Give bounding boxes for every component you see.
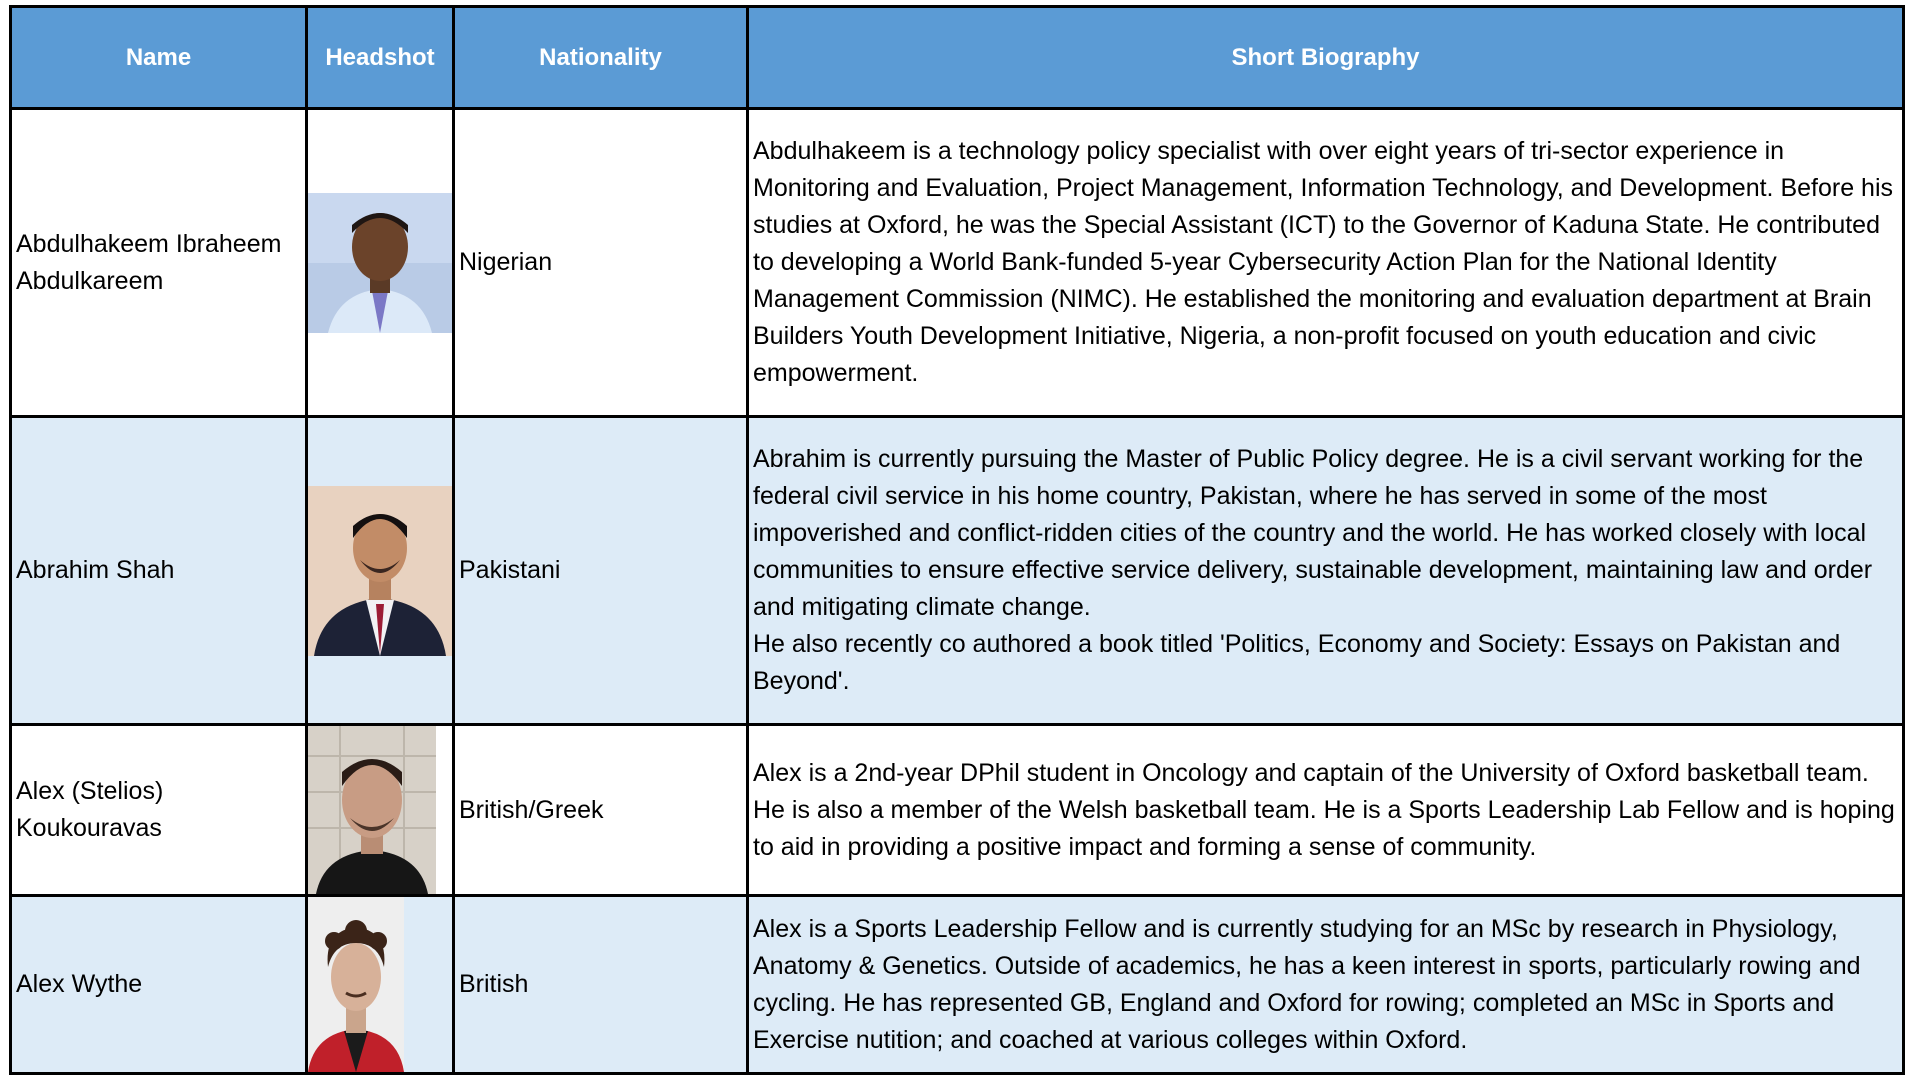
nationality-cell[interactable]: Pakistani [452, 415, 749, 726]
nationality-cell[interactable]: Nigerian [452, 107, 749, 418]
name-cell[interactable]: Alex Wythe [9, 894, 308, 1075]
header-nationality[interactable]: Nationality [452, 5, 749, 110]
name-cell[interactable]: Abrahim Shah [9, 415, 308, 726]
headshot-image [309, 485, 451, 656]
table-row: Alex (Stelios) Koukouravas [9, 723, 1905, 897]
biography-text: Alex is a 2nd-year DPhil student in Onco… [753, 758, 1895, 861]
biography-text: Alex is a Sports Leadership Fellow and i… [753, 914, 1861, 1054]
nationality-cell[interactable]: British/Greek [452, 723, 749, 897]
name-line: Alex (Stelios) [16, 777, 164, 805]
headshot-cell[interactable] [305, 894, 455, 1075]
biography-cell[interactable]: Abdulhakeem is a technology policy speci… [746, 107, 1905, 418]
header-row: Name Headshot Nationality Short Biograph… [9, 5, 1905, 110]
name-cell[interactable]: Abdulhakeem Ibraheem Abdulkareem [9, 107, 308, 418]
name-line: Abrahim Shah [16, 556, 175, 584]
biography-text: Abdulhakeem is a technology policy speci… [753, 137, 1894, 387]
header-headshot[interactable]: Headshot [305, 5, 455, 110]
biography-text: Abrahim is currently pursuing the Master… [753, 445, 1873, 621]
header-name[interactable]: Name [9, 5, 308, 110]
headshot-image [309, 192, 451, 333]
table-row: Alex Wythe [9, 894, 1905, 1075]
name-line: Abdulhakeem Ibraheem [16, 229, 282, 258]
headshot-cell[interactable] [305, 107, 455, 418]
biography-text: He also recently co authored a book titl… [753, 630, 1841, 695]
name-cell[interactable]: Alex (Stelios) Koukouravas [9, 723, 308, 897]
biography-table: Name Headshot Nationality Short Biograph… [9, 5, 1905, 1075]
headshot-image [309, 898, 451, 1071]
name-line: Abdulkareem [16, 266, 164, 295]
biography-cell[interactable]: Alex is a Sports Leadership Fellow and i… [746, 894, 1905, 1075]
nationality-cell[interactable]: British [452, 894, 749, 1075]
headshot-image [309, 727, 451, 893]
header-biography[interactable]: Short Biography [746, 5, 1905, 110]
biography-cell[interactable]: Abrahim is currently pursuing the Master… [746, 415, 1905, 726]
table-row: Abdulhakeem Ibraheem Abdulkareem [9, 107, 1905, 418]
name-line: Koukouravas [16, 814, 162, 842]
table-row: Abrahim Shah [9, 415, 1905, 726]
headshot-cell[interactable] [305, 415, 455, 726]
biography-cell[interactable]: Alex is a 2nd-year DPhil student in Onco… [746, 723, 1905, 897]
headshot-cell[interactable] [305, 723, 455, 897]
name-line: Alex Wythe [16, 970, 143, 998]
